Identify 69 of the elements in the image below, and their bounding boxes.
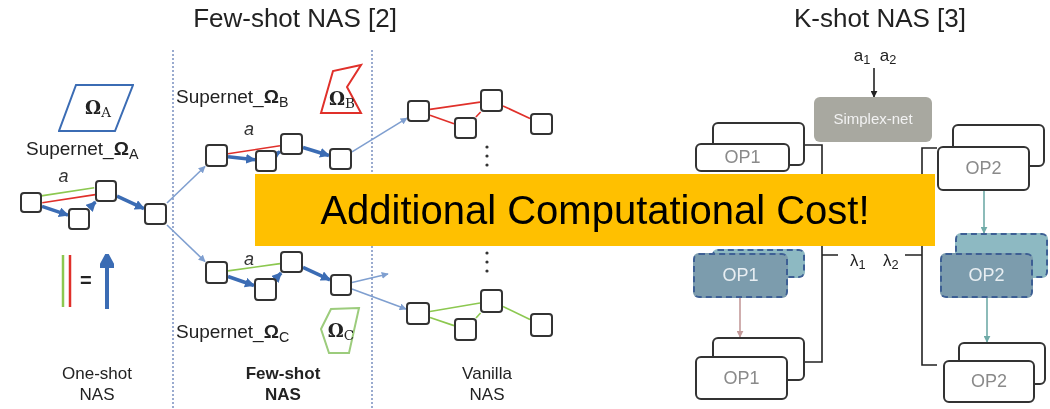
node-square	[95, 180, 117, 202]
node-square	[20, 192, 42, 213]
text-label: One-shot NAS	[61, 363, 133, 406]
arrow	[351, 117, 408, 153]
node-square	[480, 89, 503, 112]
connector-line	[502, 305, 531, 321]
connector-line	[227, 144, 281, 155]
text-label: Vanilla NAS	[461, 363, 513, 406]
arrow	[351, 272, 389, 284]
node-square	[329, 148, 352, 170]
node-square	[280, 251, 303, 273]
arrow	[870, 67, 878, 98]
arrow	[983, 297, 991, 343]
callout-banner: Additional Computational Cost!	[255, 174, 935, 246]
text-label: λ$_{2}$	[883, 250, 900, 272]
section-heading: Few-shot NAS [2]	[192, 2, 398, 35]
arrow	[166, 165, 206, 204]
node-square	[254, 278, 277, 301]
connector-line	[227, 262, 281, 272]
arrow	[116, 194, 145, 211]
node-square	[407, 100, 430, 122]
polygon-shape: Ω$_{C}$	[317, 307, 361, 355]
arrow	[41, 204, 69, 217]
node-square	[205, 261, 228, 284]
edge-label: a	[58, 167, 69, 185]
connector-line	[475, 312, 482, 319]
connector-line	[41, 193, 97, 204]
node-square	[255, 150, 277, 172]
text-label: Supernet_Ω$_{A}$	[26, 137, 140, 161]
node-square	[330, 274, 352, 296]
arrow	[271, 271, 283, 283]
node-square	[68, 208, 90, 230]
section-heading: K-shot NAS [3]	[793, 2, 967, 35]
simplex-net-box: Simplex-net	[814, 97, 932, 142]
text-label: λ$_{1}$	[850, 250, 867, 272]
arrow	[227, 153, 256, 164]
text-label: =	[80, 268, 93, 293]
connector-line	[502, 105, 531, 120]
connector-line	[429, 114, 455, 125]
polygon-shape: Ω$_{B}$	[317, 63, 363, 115]
node-square	[480, 289, 503, 313]
text-label: Supernet_Ω$_{C}$	[176, 320, 291, 344]
node-square	[205, 144, 228, 167]
text-label: Supernet_Ω$_{B}$	[176, 85, 290, 109]
node-square	[406, 302, 430, 325]
edge-label: a	[244, 250, 254, 268]
arrow	[85, 200, 97, 212]
connector-line	[475, 111, 482, 118]
arrow	[302, 145, 330, 158]
edge-label: a	[244, 120, 254, 138]
text-label: Few-shot NAS	[244, 363, 322, 406]
arrow	[351, 288, 407, 311]
node-square	[454, 117, 477, 139]
arrow	[227, 274, 255, 288]
arrow	[166, 224, 206, 263]
arrow	[736, 297, 744, 338]
arrow	[980, 190, 988, 234]
parallelogram-shape: Ω$_{A}$	[58, 83, 134, 133]
node-square	[454, 318, 477, 341]
connector-line	[429, 302, 481, 313]
node-square	[144, 203, 167, 225]
node-square	[280, 133, 303, 155]
connector-line	[429, 316, 455, 327]
input-label: a$_{1}$ a$_{2}$	[844, 44, 906, 68]
node-square	[530, 313, 553, 337]
connector-line	[40, 186, 96, 197]
arrow	[302, 265, 331, 282]
connector-line	[429, 101, 481, 111]
node-square	[530, 113, 553, 135]
